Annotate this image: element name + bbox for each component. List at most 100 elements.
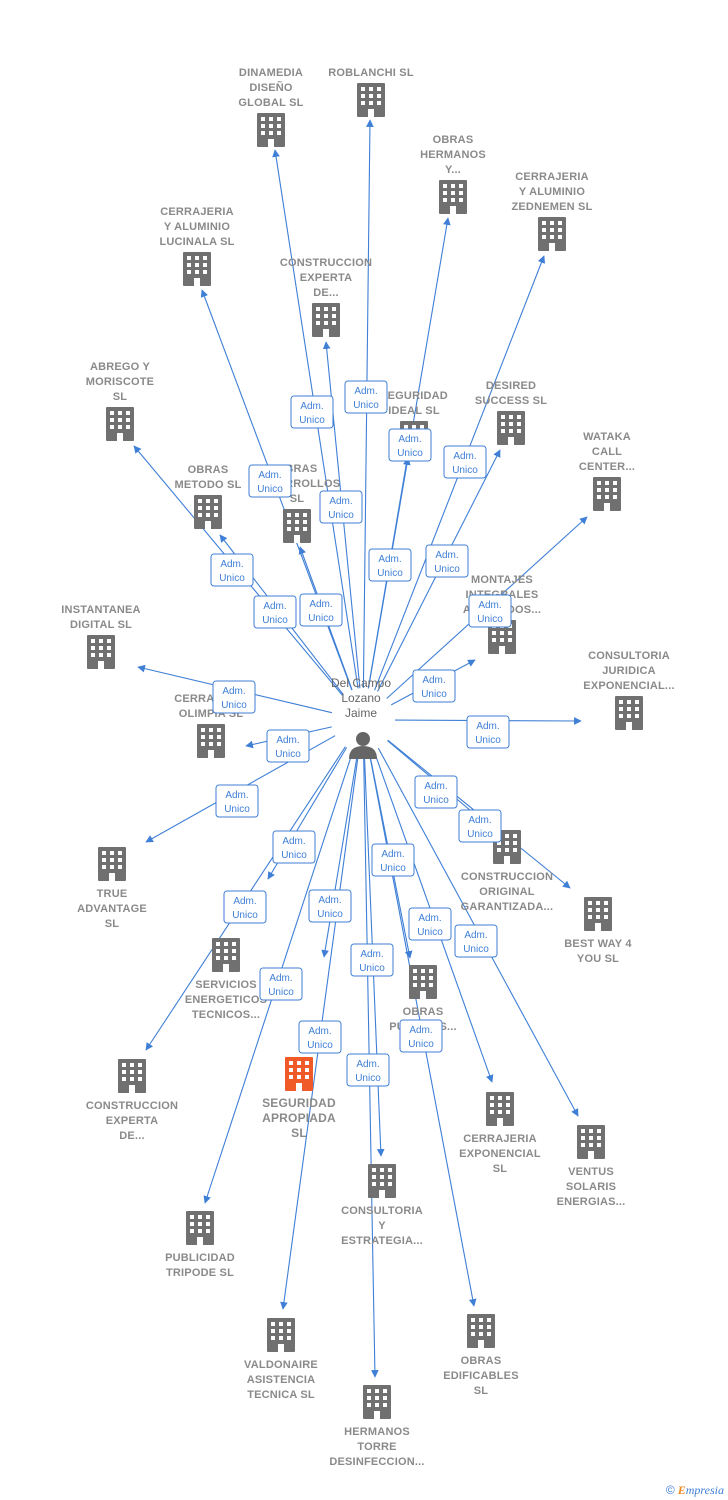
role-badge-obras-desarrollos[interactable]: Adm.Unico [299,593,343,627]
company-label-line: CONSTRUCCION [86,1100,178,1112]
company-label-line: ENERGETICOS [185,994,267,1006]
company-node-construccion-experta-1[interactable]: CONSTRUCCIONEXPERTADE... [280,257,372,337]
company-node-consultoria-estrategia[interactable]: CONSULTORIAYESTRATEGIA... [341,1164,423,1247]
role-badge-wataka[interactable]: Adm.Unico [468,594,512,628]
company-node-construccion-experta-2[interactable]: CONSTRUCCIONEXPERTADE... [86,1059,178,1142]
role-badge-consultoria-estrategia[interactable]: Adm.Unico [350,943,394,977]
role-badge-construccion-original[interactable]: Adm.Unico [414,775,458,809]
company-node-servicios-energeticos[interactable]: SERVICIOSENERGETICOSTECNICOS... [185,938,267,1021]
company-label-line: GLOBAL SL [238,97,303,109]
company-node-roblanchi[interactable]: ROBLANCHI SL [328,67,414,117]
role-badge-cerrajeria-lucinala[interactable]: Adm.Unico [248,464,292,498]
role-badge-cerrajeria-zednemen[interactable]: Adm.Unico [443,445,487,479]
role-badge-obras-publicas[interactable]: Adm.Unico [371,843,415,877]
badge-line-2: Unico [281,850,307,861]
badge-box [308,889,352,923]
role-badge-hermanos-torre[interactable]: Adm.Unico [346,1053,390,1087]
company-label-line: DISEÑO [249,81,293,94]
role-badge-publicidad-tripode[interactable]: Adm.Unico [259,967,303,1001]
company-node-construccion-original[interactable]: CONSTRUCCIONORIGINALGARANTIZADA... [461,830,554,913]
company-label-line: DESIRED [486,380,536,392]
center-name-line-2: Lozano [341,691,381,705]
badge-line-2: Unico [219,573,245,584]
company-label-line: OBRAS [403,1006,444,1018]
company-label-line: BEST WAY 4 [564,938,632,950]
badge-box [215,784,259,818]
badge-box [298,1020,342,1054]
role-badge-valdonaire[interactable]: Adm.Unico [298,1020,342,1054]
role-badge-ventus[interactable]: Adm.Unico [454,924,498,958]
badge-line-1: Adm. [464,930,487,941]
company-label-line: YOU SL [577,953,619,965]
building-icon [186,1211,214,1245]
center-person-node[interactable]: Del Campo Lozano Jaime [331,676,391,759]
building-icon [106,407,134,441]
role-badge-construccion-experta-1[interactable]: Adm.Unico [319,490,363,524]
company-node-ventus[interactable]: VENTUSSOLARISENERGIAS... [557,1125,626,1208]
role-badge-obras-metodo[interactable]: Adm.Unico [253,595,297,629]
badge-box [412,669,456,703]
company-node-wataka[interactable]: WATAKACALLCENTER... [579,431,635,511]
badge-line-1: Adm. [308,1026,331,1037]
role-badge-obras-hermanos[interactable]: Adm.Unico [388,428,432,462]
role-badge-desired[interactable]: Adm.Unico [425,544,469,578]
company-label-line: CONSTRUCCION [461,871,553,883]
badge-line-1: Adm. [329,496,352,507]
role-badge-true-advantage[interactable]: Adm.Unico [215,784,259,818]
company-node-desired[interactable]: DESIRED SUCCESS SL [475,380,547,445]
company-node-obras-hermanos[interactable]: OBRASHERMANOSY... [420,134,486,214]
role-badge-cerrajeria-exponencial[interactable]: Adm.Unico [408,907,452,941]
badge-line-2: Unico [423,795,449,806]
company-node-consultoria-juridica[interactable]: CONSULTORIAJURIDICAEXPONENCIAL... [583,650,675,730]
badge-line-2: Unico [268,987,294,998]
role-badge-cerrajeria-olimpia[interactable]: Adm.Unico [266,729,310,763]
company-node-hermanos-torre[interactable]: HERMANOSTORREDESINFECCION... [329,1385,424,1468]
person-icon [349,732,377,759]
badge-box [466,715,510,749]
role-badge-best-way[interactable]: Adm.Unico [458,809,502,843]
company-node-best-way[interactable]: BEST WAY 4 YOU SL [564,897,632,965]
role-badge-instantanea[interactable]: Adm.Unico [212,680,256,714]
badge-line-1: Adm. [478,600,501,611]
role-badge-seguridad-apropiada[interactable]: Adm.Unico [308,889,352,923]
badge-line-2: Unico [397,448,423,459]
company-label-line: DE... [119,1130,144,1142]
role-badge-obras-edificables[interactable]: Adm.Unico [399,1019,443,1053]
role-badge-roblanchi[interactable]: Adm.Unico [344,380,388,414]
role-badge-seguridad-ideal[interactable]: Adm.Unico [368,548,412,582]
role-badge-construccion-experta-2[interactable]: Adm.Unico [223,890,267,924]
company-label-line: CALL [592,446,622,458]
role-badge-servicios-energeticos[interactable]: Adm.Unico [272,830,316,864]
company-label-line: SEGURIDAD [380,390,448,402]
footer-brand: ©Empresia [666,1483,724,1498]
company-label-line: CERRAJERIA [160,206,234,218]
copyright-symbol: © [665,1483,675,1497]
role-badge-dinamedia[interactable]: Adm.Unico [290,395,334,429]
brand-initial: E [677,1483,686,1497]
badge-line-2: Unico [308,613,334,624]
badge-line-2: Unico [421,689,447,700]
role-badge-montajes[interactable]: Adm.Unico [412,669,456,703]
building-icon [538,217,566,251]
role-badge-abrego[interactable]: Adm.Unico [210,553,254,587]
company-label-line: SUCCESS SL [475,395,547,407]
company-label-line: ORIGINAL [479,886,534,898]
badge-box [212,680,256,714]
badge-box [290,395,334,429]
role-badge-consultoria-juridica[interactable]: Adm.Unico [466,715,510,749]
company-label-line: METODO SL [175,479,242,491]
